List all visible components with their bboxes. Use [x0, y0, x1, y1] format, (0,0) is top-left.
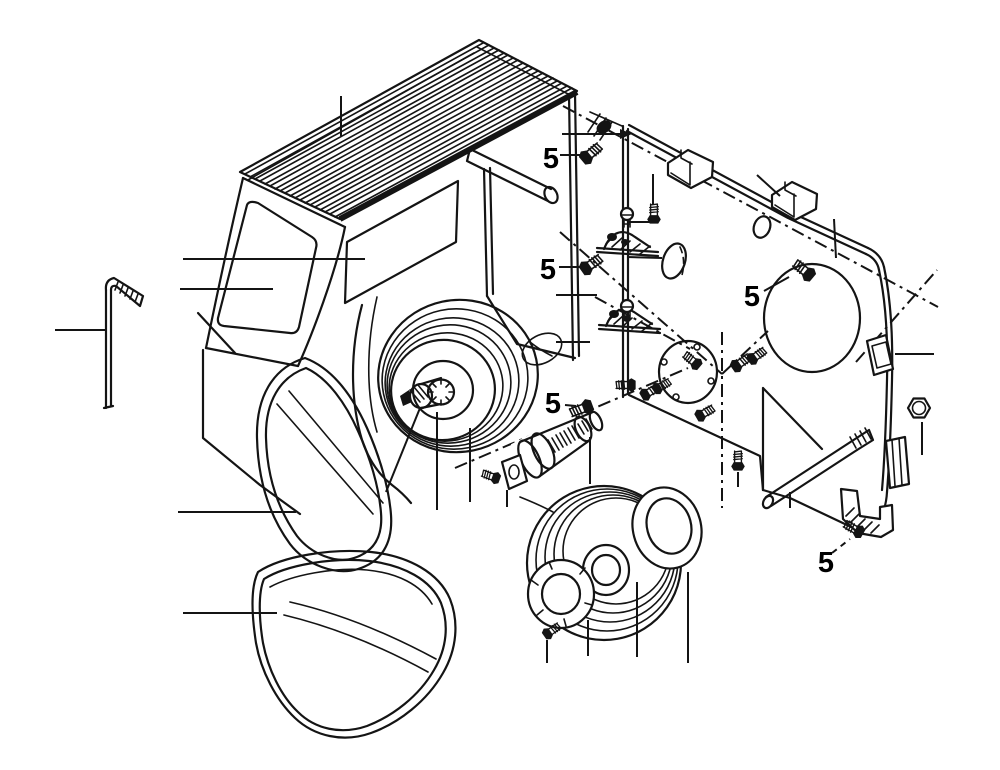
- panel-clip-lower: [770, 180, 819, 222]
- panel-corner-piece: [587, 111, 623, 141]
- side-panel: [587, 111, 932, 539]
- fastening-screws: [567, 139, 868, 542]
- allen-key: [102, 276, 145, 410]
- callout-label-5: 5: [818, 547, 834, 579]
- callout-labels: 5 5 5 5 5: [540, 143, 834, 579]
- shaft-coupling: [479, 404, 610, 491]
- small-oval-hole: [752, 215, 772, 239]
- motor-pulley: [377, 298, 539, 454]
- housing-right-face: [343, 90, 581, 366]
- tension-rod: [761, 427, 875, 510]
- edge-latch: [865, 333, 895, 377]
- leader-lines: [55, 96, 934, 663]
- callout-label-1: 5: [543, 143, 559, 175]
- panel-clip-upper: [666, 148, 715, 190]
- housing-side-window: [343, 179, 460, 305]
- ribbed-top-cover: [238, 38, 579, 222]
- grinder-pulley: [525, 484, 703, 643]
- inspection-oval: [521, 332, 563, 366]
- spacer-tube: [465, 147, 559, 205]
- adjustment-hole: [762, 262, 862, 374]
- motor-flange-hole: [657, 339, 719, 405]
- callout-label-4: 5: [744, 281, 760, 313]
- slot-bracket: [884, 435, 911, 490]
- lock-ring: [526, 558, 596, 630]
- rear-drive-belt: [251, 549, 457, 739]
- upper-mount-bracket: [595, 231, 660, 258]
- lower-mount-bracket: [597, 308, 662, 335]
- cam-disc: [661, 242, 687, 280]
- callout-label-2: 5: [540, 254, 556, 286]
- bearing-flange: [631, 486, 703, 570]
- callout-label-3: 5: [545, 388, 561, 420]
- housing-front-window: [216, 200, 318, 335]
- front-drive-belt: [255, 356, 393, 573]
- pulley-shaft-hub: [400, 376, 443, 410]
- housing: [196, 38, 581, 516]
- housing-front-face: [204, 176, 347, 368]
- coupling-washer: [479, 453, 529, 491]
- hex-nut: [906, 397, 932, 419]
